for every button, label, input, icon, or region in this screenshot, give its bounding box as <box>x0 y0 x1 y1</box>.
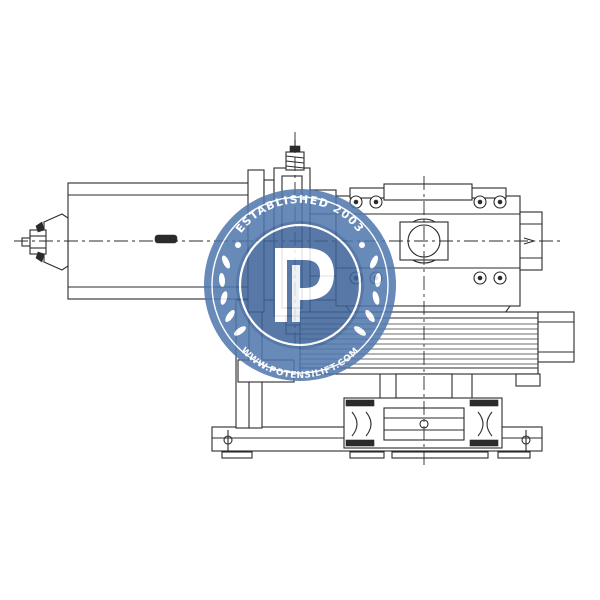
laurel-left-icon <box>218 255 246 336</box>
potensi-lift-watermark: ESTABLISHED 2003 WWW.POTENSILIFT.COM <box>204 189 396 381</box>
encoder-cover <box>21 213 69 271</box>
potensi-logo-icon <box>275 248 334 322</box>
laurel-right-icon <box>354 255 382 336</box>
lower-bearing-block <box>343 397 503 449</box>
